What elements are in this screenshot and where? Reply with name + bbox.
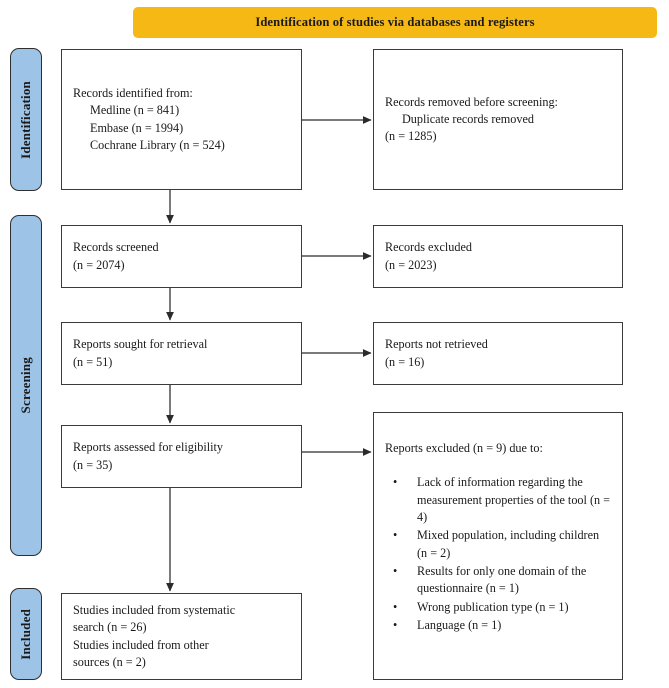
records-removed-count: (n = 1285) xyxy=(385,129,437,144)
exclusion-reason-text: Mixed population, including children (n … xyxy=(417,528,600,560)
exclusion-reason-text: Results for only one domain of the quest… xyxy=(417,563,587,596)
stage-tab-included-label: Included xyxy=(18,608,33,660)
reports-not-retrieved-count: (n = 16) xyxy=(385,354,425,369)
reports-assessed-count: (n = 35) xyxy=(73,457,113,472)
box-reports-not-retrieved: Reports not retrieved (n = 16) xyxy=(373,322,623,385)
bullet-icon: • xyxy=(393,475,398,490)
records-screened-count: (n = 2074) xyxy=(73,257,125,272)
records-identified-embase: Embase (n = 1994) xyxy=(90,120,184,135)
records-identified-medline: Medline (n = 841) xyxy=(90,103,180,118)
box-reports-sought: Reports sought for retrieval (n = 51) xyxy=(61,322,302,385)
exclusion-reason-item: • Lack of information regarding the measu… xyxy=(389,474,611,526)
stage-tab-identification-label: Identification xyxy=(18,80,33,159)
reports-not-retrieved-label: Reports not retrieved xyxy=(385,337,488,352)
studies-included-line4: sources (n = 2) xyxy=(73,654,146,669)
exclusion-reason-item: • Mixed population, including children (n… xyxy=(389,527,611,562)
exclusion-reason-text: Lack of information regarding the measur… xyxy=(417,475,611,524)
reports-sought-count: (n = 51) xyxy=(73,354,113,369)
bullet-icon: • xyxy=(393,563,398,578)
box-records-screened: Records screened (n = 2074) xyxy=(61,225,302,288)
box-studies-included: Studies included from systematic search … xyxy=(61,593,302,680)
exclusion-reason-text: Language (n = 1) xyxy=(417,617,502,632)
stage-tab-screening: Screening xyxy=(10,215,42,556)
exclusion-reason-item: • Wrong publication type (n = 1) xyxy=(389,599,611,616)
records-screened-label: Records screened xyxy=(73,240,159,255)
box-records-excluded: Records excluded (n = 2023) xyxy=(373,225,623,288)
reports-sought-label: Reports sought for retrieval xyxy=(73,337,208,352)
box-reports-excluded-reasons: Reports excluded (n = 9) due to: • Lack o… xyxy=(373,412,623,680)
stage-tab-screening-label: Screening xyxy=(18,357,33,414)
stage-tab-included: Included xyxy=(10,588,42,680)
records-identified-line1: Records identified from: xyxy=(73,85,193,100)
studies-included-line1: Studies included from systematic xyxy=(73,602,236,617)
box-reports-assessed: Reports assessed for eligibility (n = 35… xyxy=(61,425,302,488)
records-removed-line2: Duplicate records removed xyxy=(402,111,534,126)
exclusion-reason-item: • Language (n = 1) xyxy=(389,617,611,634)
bullet-icon: • xyxy=(393,599,398,614)
reports-assessed-label: Reports assessed for eligibility xyxy=(73,440,223,455)
studies-included-line3: Studies included from other xyxy=(73,637,209,652)
diagram-header-banner: Identification of studies via databases … xyxy=(133,7,657,38)
records-excluded-label: Records excluded xyxy=(385,240,472,255)
exclusion-reason-list: • Lack of information regarding the measu… xyxy=(385,474,611,635)
records-identified-cochrane: Cochrane Library (n = 524) xyxy=(90,137,225,152)
bullet-icon: • xyxy=(393,528,398,543)
bullet-icon: • xyxy=(393,617,398,632)
box-records-identified: Records identified from: Medline (n = 84… xyxy=(61,49,302,190)
exclusion-reason-text: Wrong publication type (n = 1) xyxy=(417,599,569,614)
stage-tab-identification: Identification xyxy=(10,48,42,191)
studies-included-line2: search (n = 26) xyxy=(73,620,147,635)
box-records-removed: Records removed before screening: Duplic… xyxy=(373,49,623,190)
diagram-title: Identification of studies via databases … xyxy=(255,15,535,29)
records-excluded-count: (n = 2023) xyxy=(385,257,437,272)
records-removed-line1: Records removed before screening: xyxy=(385,94,558,109)
exclusion-reason-item: • Results for only one domain of the ques… xyxy=(389,563,611,598)
reports-excluded-heading: Reports excluded (n = 9) due to: xyxy=(385,441,543,455)
